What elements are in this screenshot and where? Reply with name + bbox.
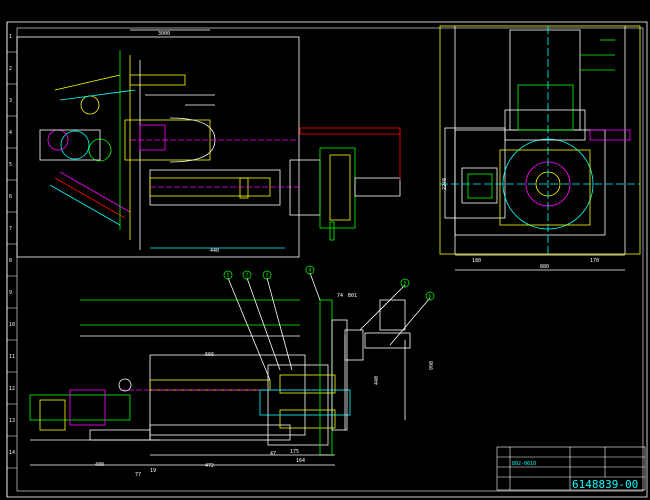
title-block-part-code: 802-0610 — [512, 461, 536, 467]
dim-top-width: 3000 — [158, 31, 170, 37]
dim-front-w3: 19 — [150, 468, 156, 474]
dim-front-t1: 74 — [337, 293, 343, 299]
balloon-circle — [262, 270, 272, 280]
part-balloons: 1 2 3 4 5 6 — [223, 265, 435, 301]
dim-front-m3: 164 — [296, 458, 305, 464]
balloon-circle — [400, 278, 410, 288]
row-number: 14 — [9, 450, 15, 456]
balloon-circle — [305, 265, 315, 275]
row-number: 1 — [9, 34, 12, 40]
dim-front-w1: 400 — [95, 462, 104, 468]
balloon-circle — [242, 270, 252, 280]
top-view — [16, 29, 401, 258]
balloon-number: 1 — [227, 273, 230, 279]
dim-front-m2: 175 — [290, 449, 299, 455]
dim-front-w4: 472 — [205, 463, 214, 469]
dim-side-height: 2240 — [442, 178, 448, 190]
row-number: 2 — [9, 66, 12, 72]
drawing-frame — [6, 21, 648, 498]
row-number: 10 — [9, 322, 15, 328]
row-number: 13 — [9, 418, 15, 424]
row-number: 9 — [9, 290, 12, 296]
side-view — [439, 25, 641, 271]
balloon-number: 3 — [266, 273, 269, 279]
title-block-drawing-number: 6148839-00 — [572, 478, 638, 491]
row-number: 3 — [9, 98, 12, 104]
balloon-circle — [425, 291, 435, 301]
dim-side-w1: 180 — [472, 258, 481, 264]
dim-front-v2: 990 — [429, 361, 435, 370]
dim-front-span: 666 — [205, 352, 214, 358]
dim-front-v1: 440 — [374, 376, 380, 385]
balloon-number: 4 — [309, 268, 312, 274]
dim-side-w3: 170 — [590, 258, 599, 264]
row-number: 4 — [9, 130, 12, 136]
row-number: 12 — [9, 386, 15, 392]
balloon-number: 6 — [429, 294, 432, 300]
row-number: 11 — [9, 354, 15, 360]
row-number: 7 — [9, 226, 12, 232]
balloon-number: 2 — [246, 273, 249, 279]
row-number: 5 — [9, 162, 12, 168]
row-number: 8 — [9, 258, 12, 264]
dim-front-m1: 47 — [270, 451, 276, 457]
dim-front-t2: B01 — [348, 293, 357, 299]
dim-top-length: 440 — [210, 248, 219, 254]
row-number: 6 — [9, 194, 12, 200]
title-block — [496, 446, 646, 491]
dim-side-w2: 880 — [540, 264, 549, 270]
balloon-number: 5 — [404, 281, 407, 287]
balloon-circle — [223, 270, 233, 280]
front-view — [29, 272, 431, 466]
dim-front-w2: 77 — [135, 472, 141, 478]
